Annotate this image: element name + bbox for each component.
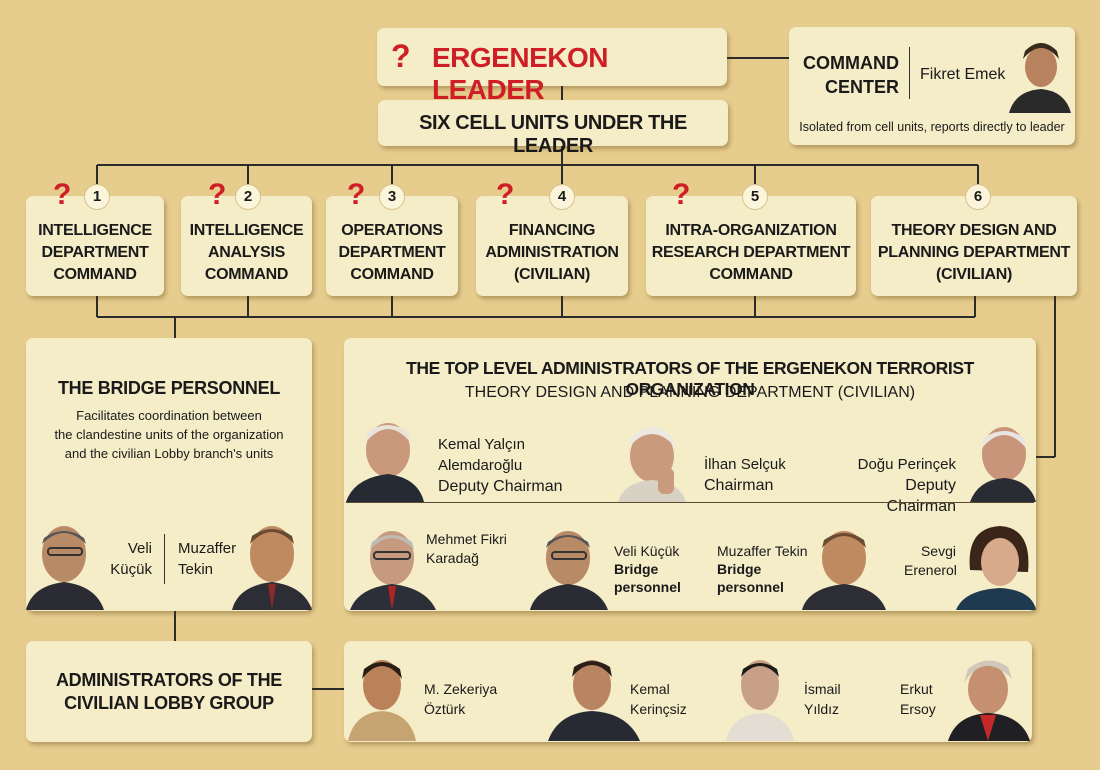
sevgi-erenerol-photo <box>956 518 1036 610</box>
dept-number-badge: 1 <box>84 184 110 210</box>
dept-number-badge: 6 <box>965 184 991 210</box>
bridge-title: THE BRIDGE PERSONNEL <box>57 378 281 398</box>
fikret-emek-photo <box>1005 33 1073 113</box>
ozturk-photo <box>346 649 418 741</box>
karadag-photo <box>346 518 440 610</box>
leader1-label: Kemal Yalçın Alemdaroğlu Deputy Chairman <box>438 436 563 495</box>
question-mark-icon: ? <box>496 178 515 211</box>
yildiz-photo <box>724 649 796 741</box>
leader2-label: İlhan Selçuk Chairman <box>704 456 786 494</box>
question-mark-icon: ? <box>208 178 227 211</box>
lobby-title-box: ADMINISTRATORS OF THE CIVILIAN LOBBY GRO… <box>26 641 312 742</box>
muzaffer-tekin-photo-2 <box>798 518 888 610</box>
lobby-member3-label: İsmail Yıldız <box>804 681 841 717</box>
dept-number-badge: 5 <box>742 184 768 210</box>
dogu-perincek-photo <box>968 416 1036 502</box>
ilhan-selcuk-photo <box>614 418 690 502</box>
member4-label: Sevgi Erenerol <box>904 543 957 578</box>
lobby-member2-label: Kemal Kerinçsiz <box>630 681 687 717</box>
lobby-members-box: M. Zekeriya Öztürk Kemal Kerinçsiz İsmai… <box>344 641 1032 742</box>
divider <box>164 534 165 584</box>
command-center-note: Isolated from cell units, reports direct… <box>799 120 1065 134</box>
leader-box: ? ERGENEKON LEADER <box>377 28 727 105</box>
member3-label: Muzaffer Tekin Bridge personnel <box>717 543 808 595</box>
question-mark-icon: ? <box>391 38 411 74</box>
kerincsiz-photo <box>544 649 644 741</box>
member1-label: Mehmet Fikri Karadağ <box>426 531 507 566</box>
lobby-member1-label: M. Zekeriya Öztürk <box>424 681 498 717</box>
veli-kucuk-photo-2 <box>530 518 608 610</box>
ersoy-photo <box>944 649 1030 741</box>
command-center-person: Fikret Emek <box>920 66 1006 83</box>
command-center-title: COMMAND CENTER <box>803 53 899 97</box>
dept-number-badge: 2 <box>235 184 261 210</box>
lobby-member4-label: Erkut Ersoy <box>900 681 936 717</box>
dept-number-badge: 3 <box>379 184 405 210</box>
bridge-description: Facilitates coordination between the cla… <box>54 408 284 461</box>
question-mark-icon: ? <box>347 178 366 211</box>
command-center-box: COMMAND CENTER Fikret Emek Isolated from… <box>789 27 1075 145</box>
six-cells-box: SIX CELL UNITS UNDER THE LEADER <box>378 100 728 157</box>
six-cells-title: SIX CELL UNITS UNDER THE LEADER <box>419 112 687 157</box>
alemdaroglu-photo <box>346 408 424 502</box>
top-admins-box: THE TOP LEVEL ADMINISTRATORS OF THE ERGE… <box>344 338 1036 611</box>
question-mark-icon: ? <box>672 178 691 211</box>
dept-number-badge: 4 <box>549 184 575 210</box>
divider <box>909 47 910 99</box>
member2-label: Veli Küçük Bridge personnel <box>614 543 681 595</box>
row-divider <box>346 502 1034 503</box>
leader3-label: Doğu Perinçek Deputy Chairman <box>857 456 956 515</box>
veli-kucuk-photo <box>26 514 104 610</box>
bridge-personnel-box: THE BRIDGE PERSONNEL Facilitates coordin… <box>26 338 312 611</box>
top-admins-subtitle: THEORY DESIGN AND PLANNING DEPARTMENT (C… <box>464 384 916 401</box>
muzaffer-tekin-photo <box>228 514 312 610</box>
question-mark-icon: ? <box>53 178 72 211</box>
leader-title: ERGENEKON LEADER <box>432 42 608 105</box>
lobby-title: ADMINISTRATORS OF THE CIVILIAN LOBBY GRO… <box>55 670 283 713</box>
top-admins-title: THE TOP LEVEL ADMINISTRATORS OF THE ERGE… <box>406 358 974 399</box>
